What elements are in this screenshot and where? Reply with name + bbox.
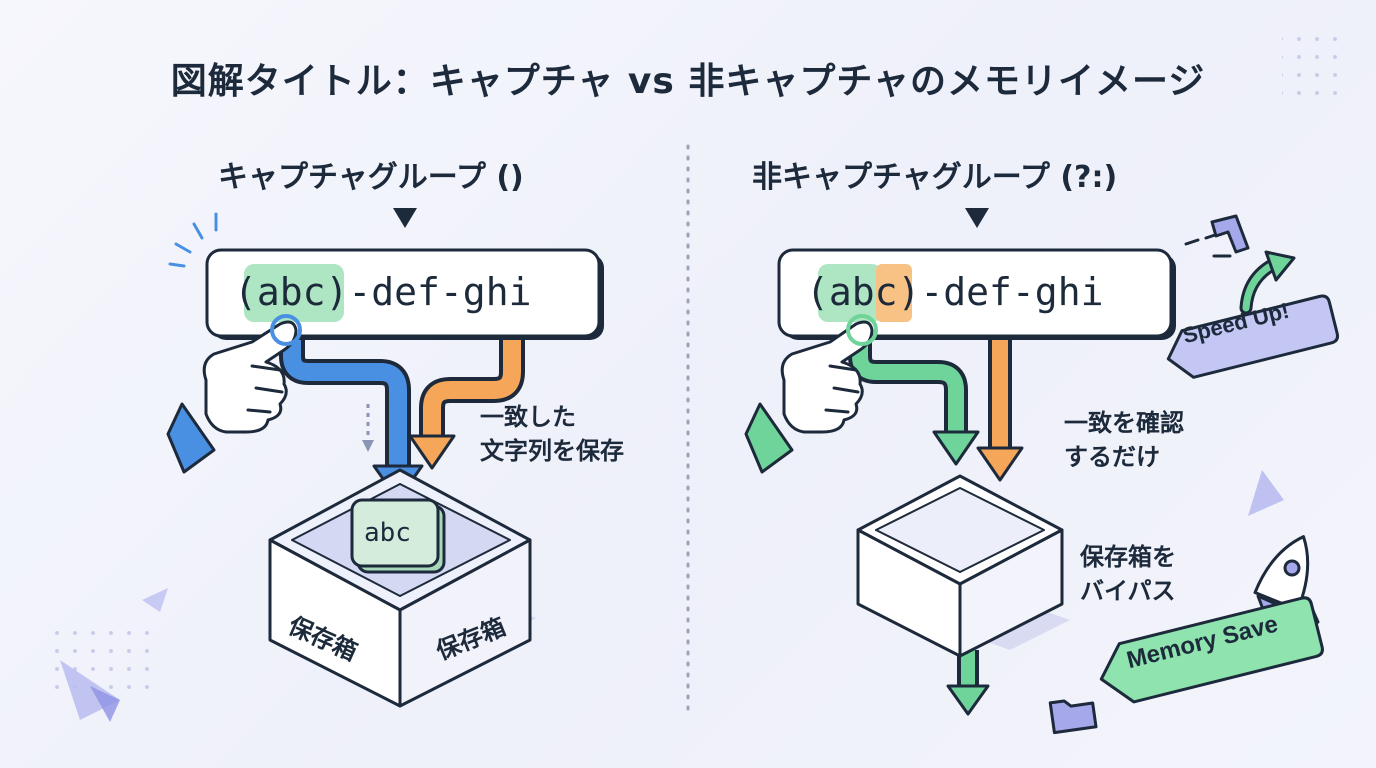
group-highlight bbox=[244, 264, 344, 322]
regex-box bbox=[777, 248, 1176, 340]
pointing-hand-icon bbox=[744, 314, 878, 474]
pointing-hand-icon bbox=[166, 314, 302, 474]
left-heading: キャプチャグループ () bbox=[218, 160, 524, 195]
group-highlight bbox=[818, 264, 882, 322]
speed-lines-icon bbox=[1184, 232, 1232, 258]
right-panel bbox=[744, 208, 1339, 735]
bypass-note-line2: バイパス bbox=[1080, 577, 1176, 605]
right-note-line2: するだけ bbox=[1064, 443, 1160, 471]
triangle-decor-icon bbox=[1248, 470, 1284, 516]
dotted-arrow-icon bbox=[362, 404, 374, 452]
stored-card bbox=[350, 498, 446, 574]
right-note-line1: 一致を確認 bbox=[1064, 409, 1184, 437]
speed-up-tag bbox=[1166, 294, 1339, 379]
regex-close-paren: ) bbox=[325, 270, 349, 314]
regex-rest-text: -def-ghi bbox=[920, 270, 1104, 314]
regex-group-text: abc bbox=[828, 270, 898, 314]
regex-close-paren: ) bbox=[897, 270, 921, 314]
arrow-icon bbox=[946, 650, 990, 716]
left-note: 一致した 文字列を保存 bbox=[480, 400, 624, 468]
right-heading: 非キャプチャグループ (?:) bbox=[752, 160, 1118, 195]
pointer-triangle-icon bbox=[393, 208, 417, 228]
group-highlight-end bbox=[876, 264, 912, 322]
bypass-note-line1: 保存箱を bbox=[1080, 543, 1176, 571]
storage-box bbox=[268, 468, 536, 708]
stored-card-text: abc bbox=[364, 518, 411, 548]
bypass-note: 保存箱を バイパス bbox=[1080, 540, 1176, 608]
regex-open-paren: ( bbox=[806, 270, 829, 314]
left-panel bbox=[166, 208, 604, 708]
regex-box bbox=[205, 248, 604, 340]
regex-group-text: abc bbox=[256, 270, 326, 314]
spark-icon bbox=[168, 212, 218, 268]
arrow-icon bbox=[408, 340, 525, 470]
arrow-icon bbox=[976, 338, 1024, 482]
page-title: 図解タイトル：キャプチャ vs 非キャプチャのメモリイメージ bbox=[170, 61, 1206, 102]
decor-dots-top-right bbox=[1282, 28, 1342, 104]
triangle-decor-icon bbox=[60, 588, 168, 722]
right-note: 一致を確認 するだけ bbox=[1064, 406, 1184, 474]
decor-dots-bottom-left bbox=[52, 628, 152, 698]
empty-box bbox=[856, 474, 1070, 658]
left-note-line2: 文字列を保存 bbox=[480, 437, 624, 465]
folder-icon bbox=[1048, 699, 1098, 735]
left-regex: (abc)-def-ghi bbox=[234, 270, 531, 314]
memory-save-tag bbox=[1099, 596, 1324, 704]
regex-rest-text: -def-ghi bbox=[348, 270, 532, 314]
arrow-icon bbox=[848, 330, 980, 466]
chevron-icon bbox=[1210, 214, 1250, 254]
regex-open-paren: ( bbox=[234, 270, 257, 314]
left-note-line1: 一致した bbox=[480, 403, 576, 431]
curved-arrow-icon bbox=[1239, 250, 1296, 315]
pointer-triangle-icon bbox=[965, 208, 989, 228]
right-regex: (abc)-def-ghi bbox=[806, 270, 1103, 314]
